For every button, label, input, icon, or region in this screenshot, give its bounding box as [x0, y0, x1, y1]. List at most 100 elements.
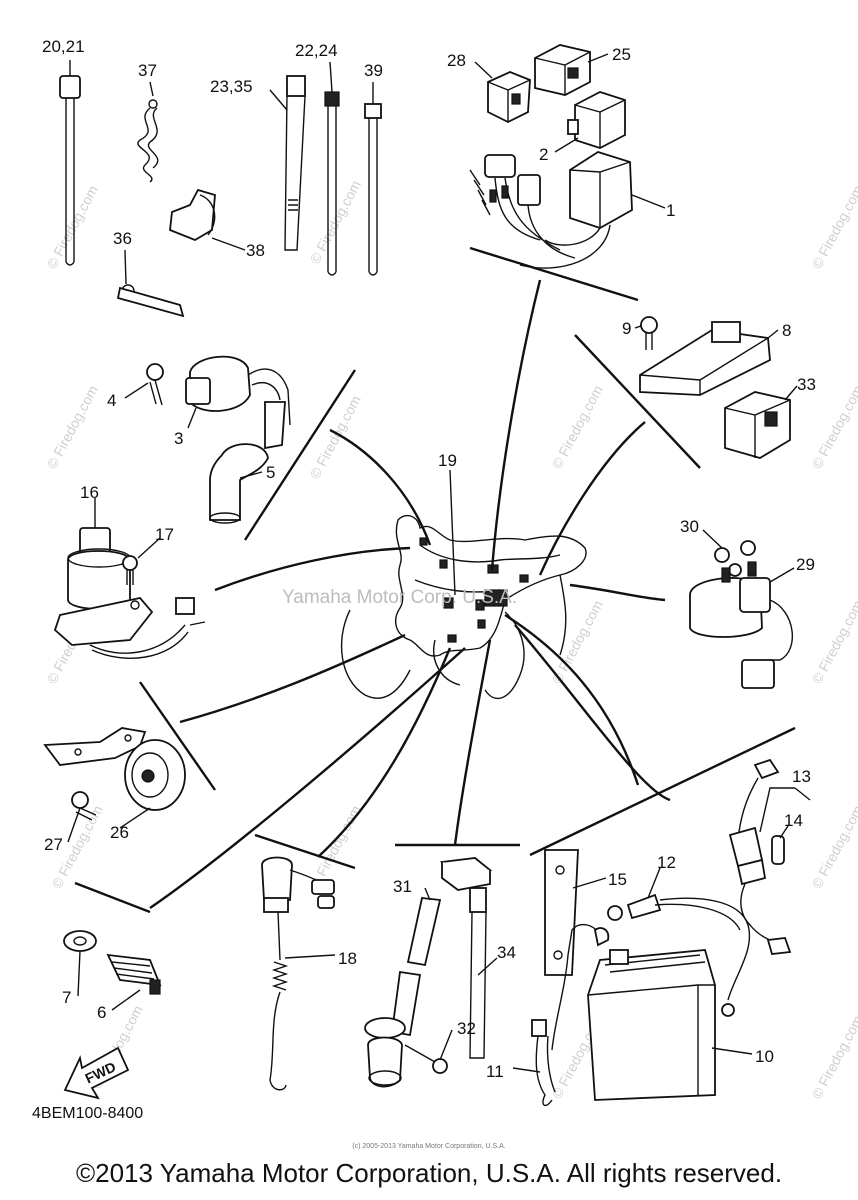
- callout-23-35: 23,35: [210, 77, 253, 96]
- callout-18: 18: [338, 949, 357, 968]
- part-breather-pipe-11: [531, 1019, 556, 1107]
- part-regulator-8: [639, 321, 771, 396]
- callout-28: 28: [447, 51, 466, 70]
- part-starter-relay-29: [689, 561, 794, 689]
- callout-2: 2: [539, 145, 548, 164]
- callout-9: 9: [622, 319, 631, 338]
- harness-connector: [519, 574, 529, 583]
- callout-25: 25: [612, 45, 631, 64]
- callout-7: 7: [62, 988, 71, 1007]
- watermark: © Firedog.com: [44, 183, 101, 272]
- callout-22-24: 22,24: [295, 41, 338, 60]
- copyright-footer: ©2013 Yamaha Motor Corporation, U.S.A. A…: [75, 1158, 783, 1188]
- part-fuel-pump-assembly: [364, 970, 422, 1088]
- callout-15: 15: [608, 870, 627, 889]
- callout-4: 4: [107, 391, 116, 410]
- part-ground-lead-36: [116, 284, 185, 318]
- part-horn-bracket: [43, 727, 147, 766]
- callout-31: 31: [393, 877, 412, 896]
- harness-connector: [477, 619, 486, 629]
- watermark: © Firedog.com: [809, 1013, 858, 1102]
- watermark: © Firedog.com: [307, 178, 364, 267]
- part-main-switch-16: [53, 527, 206, 659]
- callout-leaders: [67, 53, 811, 1073]
- part-relay-28: [487, 71, 531, 124]
- part-wire-clip-37: [137, 99, 159, 183]
- harness-connector: [439, 559, 448, 569]
- harness-connector: [484, 589, 508, 607]
- watermark: © Firedog.com: [809, 183, 858, 272]
- callout-30: 30: [680, 517, 699, 536]
- callout-27: 27: [44, 835, 63, 854]
- part-cdi-unit-1: [519, 151, 633, 269]
- callout-29: 29: [796, 555, 815, 574]
- callout-39: 39: [364, 61, 383, 80]
- callout-17: 17: [155, 525, 174, 544]
- fwd-arrow: FWD: [63, 1046, 130, 1100]
- part-horn-26: [124, 739, 186, 811]
- part-band-23-35: [284, 75, 306, 251]
- harness-connector: [443, 597, 454, 609]
- callout-19: 19: [438, 451, 457, 470]
- harness-connector: [419, 537, 428, 546]
- callout-3: 3: [174, 429, 183, 448]
- part-ground-cable: [551, 923, 610, 1051]
- callout-14: 14: [784, 811, 803, 830]
- part-brake-switch-18: [261, 856, 335, 1091]
- frame-harness: Yamaha Motor Corp. U.S.A.: [282, 514, 587, 700]
- part-plug-cap-5: [209, 401, 286, 524]
- tiny-copyright-note: (c) 2005-2013 Yamaha Motor Corporation, …: [352, 1143, 506, 1150]
- callout-37: 37: [138, 61, 157, 80]
- watermark: © Firedog.com: [549, 383, 606, 472]
- callout-33: 33: [797, 375, 816, 394]
- part-screw-9: [640, 316, 658, 350]
- part-cable-tie-20-21: [59, 75, 81, 266]
- watermark: © Firedog.com: [809, 383, 858, 472]
- callout-34: 34: [497, 943, 516, 962]
- part-battery-10: [587, 949, 716, 1101]
- callout-labels: 20,21 37 23,35 22,24 39 28 25 2 1 36 38 …: [42, 37, 816, 1081]
- part-relay-25: [534, 44, 591, 96]
- callout-13: 13: [792, 767, 811, 786]
- part-nuts-30: [714, 540, 756, 577]
- callout-32: 32: [457, 1019, 476, 1038]
- watermark: © Firedog.com: [307, 393, 364, 482]
- part-fuse-14: [771, 835, 785, 865]
- leader-lines: [74, 246, 796, 914]
- watermark: © Firedog.com: [44, 383, 101, 472]
- part-fuse-holder-13: [728, 758, 792, 955]
- callout-11: 11: [486, 1062, 504, 1081]
- callout-8: 8: [782, 321, 791, 340]
- watermark: © Firedog.com: [549, 598, 606, 687]
- callout-38: 38: [246, 241, 265, 260]
- watermark: © Firedog.com: [809, 598, 858, 687]
- part-code: 4BEM100-8400: [32, 1105, 143, 1122]
- callout-16: 16: [80, 483, 99, 502]
- part-cap-top: [439, 857, 493, 891]
- part-band-39: [364, 103, 382, 276]
- callout-10: 10: [755, 1047, 774, 1066]
- callout-26: 26: [110, 823, 129, 842]
- part-holder-38: [169, 188, 216, 241]
- harness-connector: [447, 634, 457, 643]
- center-watermark: Yamaha Motor Corp. U.S.A.: [282, 587, 517, 608]
- callout-20-21: 20,21: [42, 37, 85, 56]
- part-band-34: [469, 887, 487, 1059]
- part-bolt-4: [146, 363, 164, 406]
- watermark: © Firedog.com: [809, 803, 858, 892]
- part-cdi-harness: [469, 154, 576, 259]
- part-washer-7: [63, 930, 97, 952]
- callout-1: 1: [666, 201, 675, 220]
- part-band-22-24: [324, 91, 340, 276]
- harness-connector: [475, 599, 485, 611]
- callout-6: 6: [97, 1003, 106, 1022]
- callout-5: 5: [266, 463, 275, 482]
- part-ignition-coil-3: [185, 355, 291, 426]
- callout-36: 36: [113, 229, 132, 248]
- part-relay-33: [724, 391, 791, 459]
- part-screw-17: [122, 555, 138, 585]
- part-battery-band-15: [544, 849, 579, 976]
- part-fuel-hose-31: [406, 897, 442, 967]
- part-battery-lead-12: [607, 893, 751, 1017]
